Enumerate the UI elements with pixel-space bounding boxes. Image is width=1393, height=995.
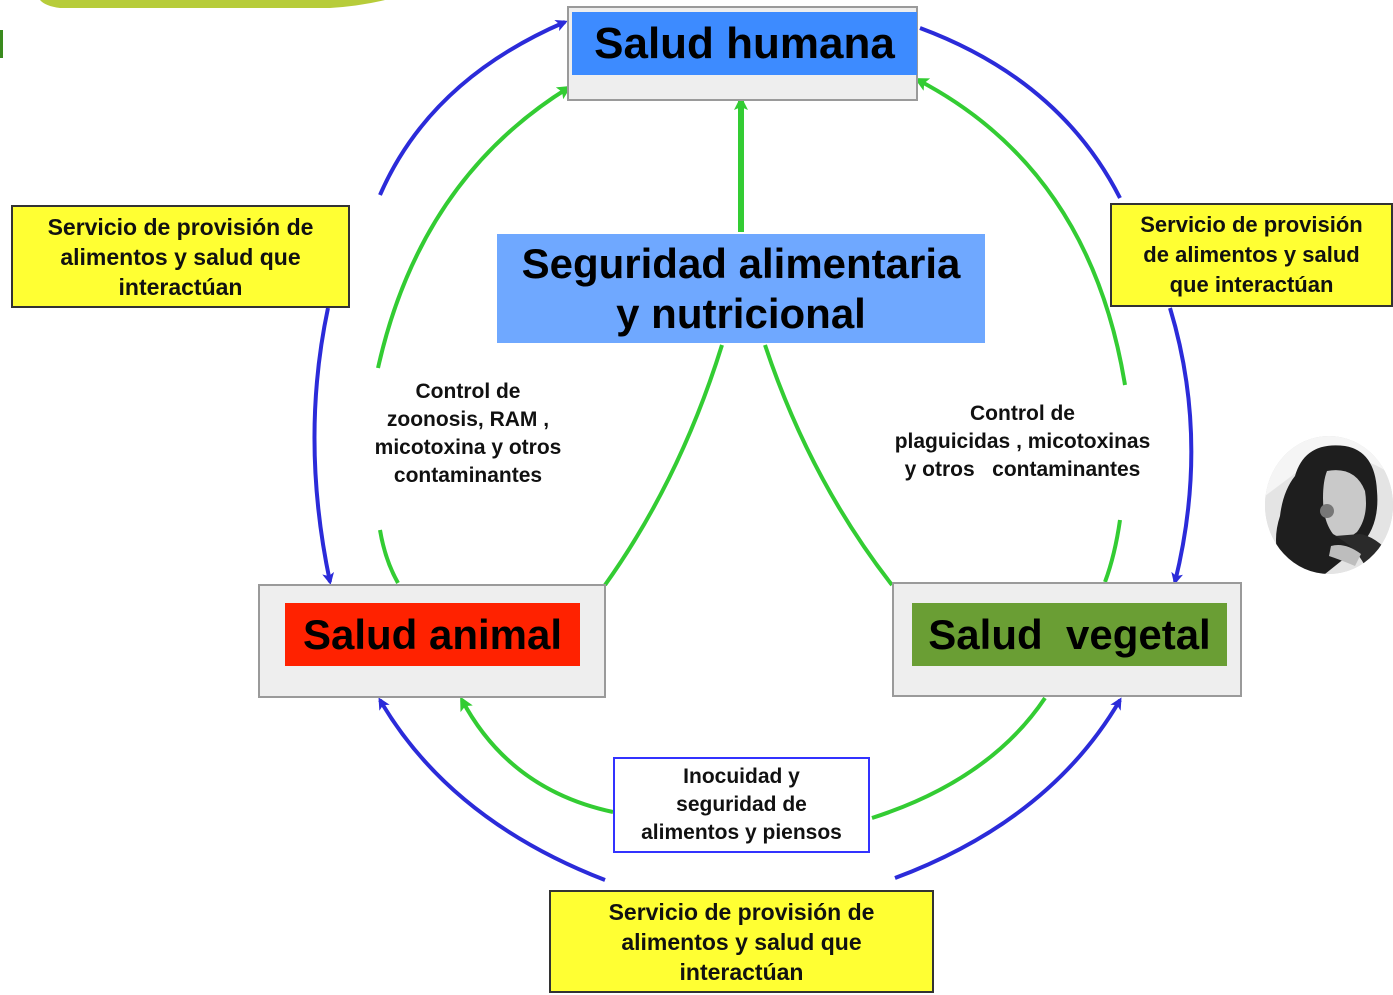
avatar-illustration (1265, 436, 1393, 574)
green-arrow-left-lower (378, 529, 400, 584)
seguridad-line-2: y nutricional (616, 289, 866, 337)
presenter-photo-icon (1265, 436, 1393, 574)
inocuidad-line-1: Inocuidad y (683, 765, 800, 788)
green-arrow-right-lower (1103, 519, 1122, 583)
blue-arrow-left-up (378, 20, 568, 196)
salud-animal-title: Salud animal (285, 603, 580, 666)
blue-arrow-bottom-left (378, 697, 606, 882)
yellow-right-line-2: de alimentos y salud (1143, 242, 1360, 267)
left-edge-accent (0, 30, 3, 58)
seguridad-line-1: Seguridad alimentaria (521, 239, 961, 287)
yellow-right-line-3: que interactúan (1169, 272, 1334, 297)
blue-arrow-left-down (312, 307, 335, 585)
left-control-line-3: micotoxina y otros (374, 436, 562, 459)
yellow-box-right: Servicio de provisión de alimentos y sal… (1110, 203, 1393, 307)
green-line-center-left (603, 344, 724, 587)
right-control-line-1: Control de (970, 402, 1075, 425)
blue-arrow-bottom-right (894, 697, 1122, 880)
yellow-right-line-1: Servicio de provisión (1140, 212, 1363, 237)
yellow-bottom-line-2: alimentos y salud que (621, 928, 862, 955)
yellow-left-line-3: interactúan (118, 273, 243, 300)
left-control-line-4: contaminantes (393, 464, 543, 487)
salud-humana-title: Salud humana (572, 12, 917, 75)
left-control-line-2: zoonosis, RAM , (386, 408, 550, 431)
top-banner-shape (40, 0, 385, 8)
green-arrow-right-up (914, 78, 1127, 386)
green-line-center-right (763, 344, 894, 587)
right-control-line-3: y otros contaminantes (904, 458, 1141, 481)
green-line-bottom-right (871, 696, 1047, 820)
blue-arrow-right-top (919, 26, 1122, 199)
green-arrow-bottom-left (460, 696, 614, 814)
right-control-label: Control de plaguicidas , micotoxinas y o… (870, 400, 1175, 484)
yellow-left-line-1: Servicio de provisión de (47, 213, 314, 240)
blue-arrow-right-down (1168, 307, 1194, 585)
inocuidad-line-3: alimentos y piensos (641, 821, 842, 844)
yellow-left-line-2: alimentos y salud que (60, 243, 301, 270)
left-control-line-1: Control de (415, 380, 521, 403)
yellow-box-bottom: Servicio de provisión de alimentos y sal… (549, 890, 934, 993)
seguridad-alimentaria-box: Seguridad alimentaria y nutricional (497, 234, 985, 343)
inocuidad-line-2: seguridad de (676, 793, 807, 816)
inocuidad-box: Inocuidad y seguridad de alimentos y pie… (613, 757, 870, 853)
yellow-box-left: Servicio de provisión de alimentos y sal… (11, 205, 350, 308)
right-control-line-2: plaguicidas , micotoxinas (894, 430, 1151, 453)
salud-vegetal-title: Salud vegetal (912, 603, 1227, 666)
green-arrow-left-up (376, 85, 572, 369)
yellow-bottom-line-1: Servicio de provisión de (608, 898, 875, 925)
left-control-label: Control de zoonosis, RAM , micotoxina y … (348, 378, 588, 490)
yellow-bottom-line-3: interactúan (679, 958, 804, 985)
